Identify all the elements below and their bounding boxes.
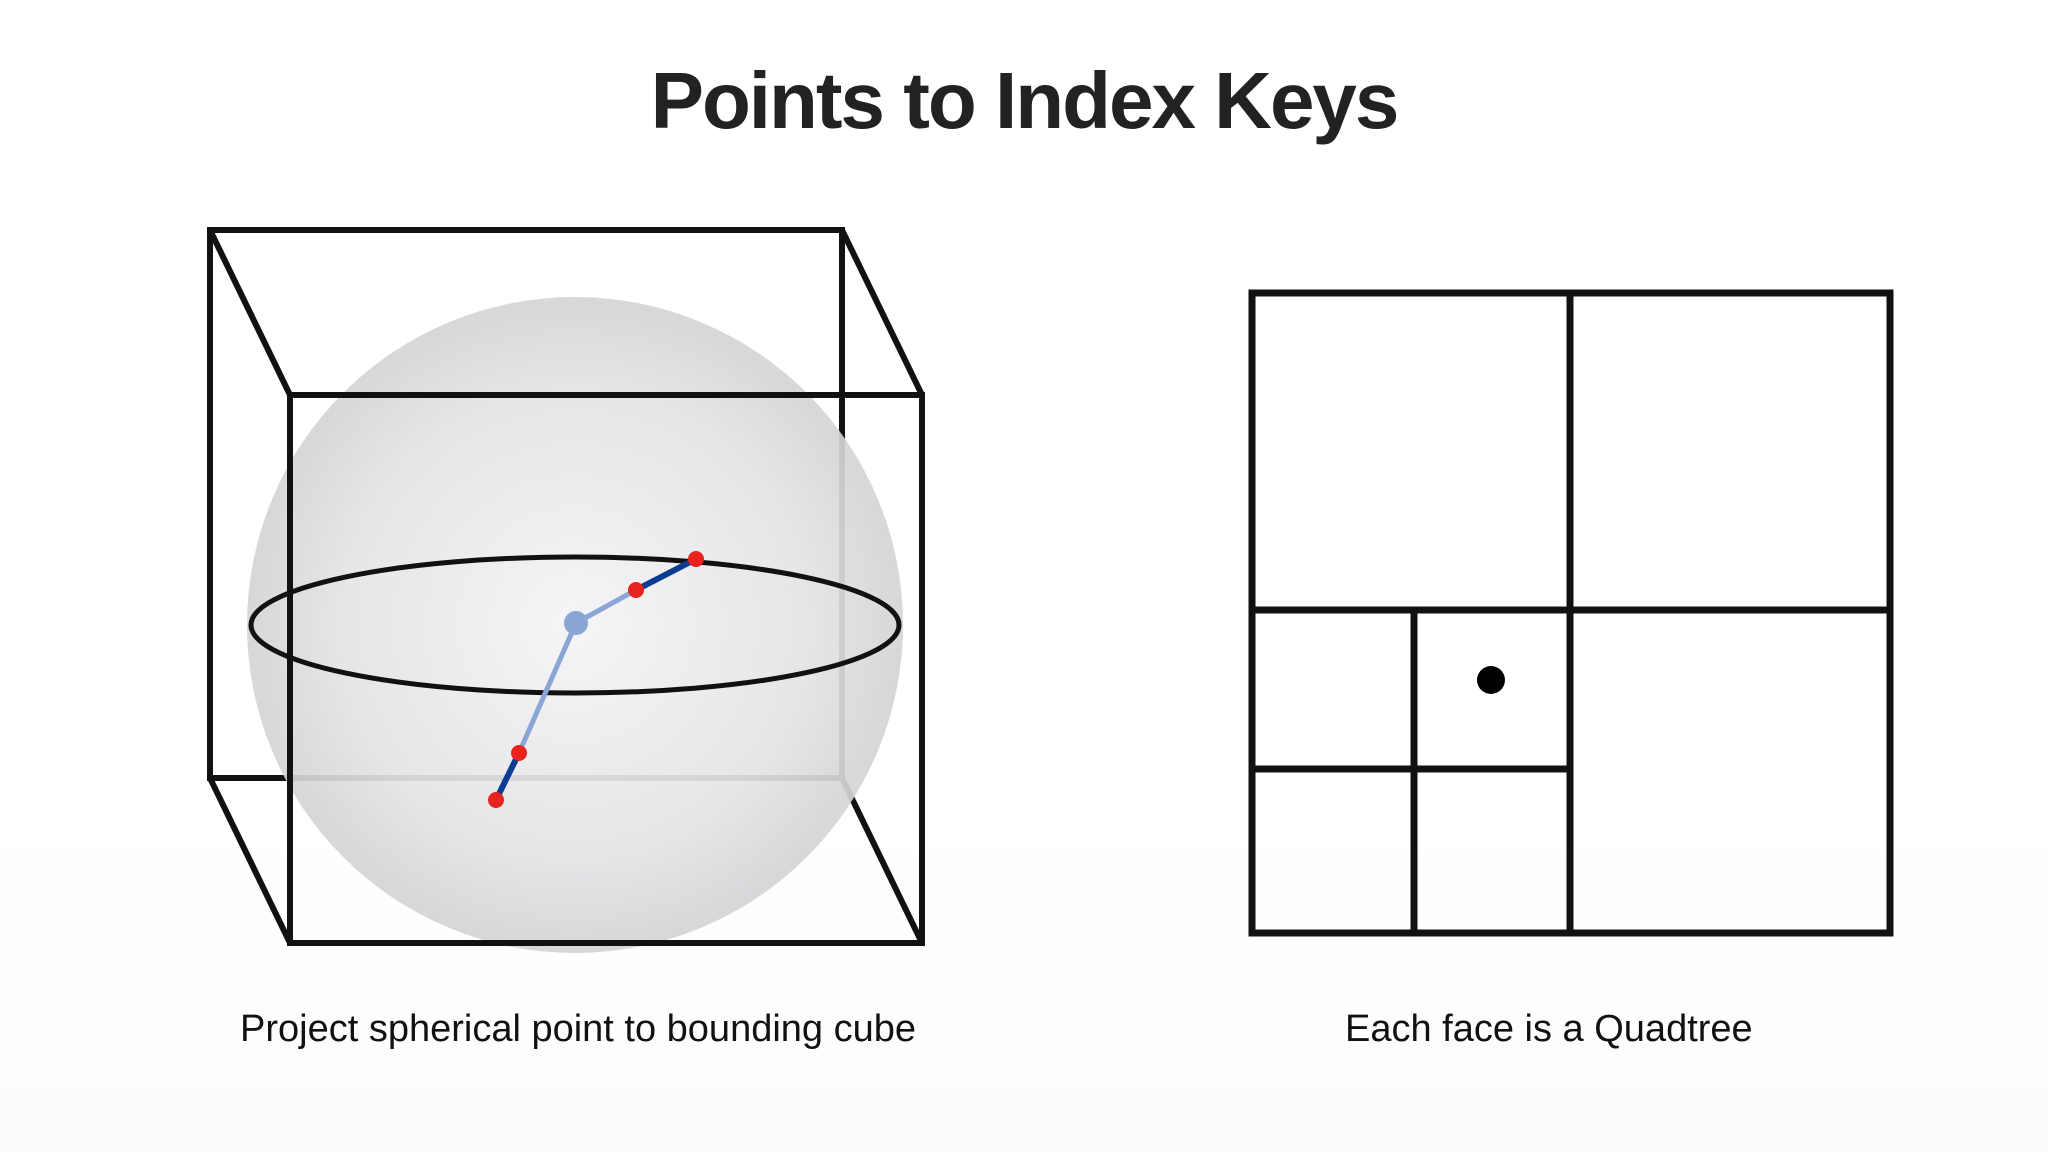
cube-projected-point-upper	[688, 551, 704, 567]
cube-edge-top-right	[839, 227, 925, 398]
cube-edge-bottom-right	[839, 775, 925, 946]
projection-ray-lower-light	[516, 620, 579, 756]
quadtree-point	[1477, 666, 1505, 694]
sphere-surface-point-upper	[628, 582, 644, 598]
projection-ray-upper-dark	[633, 556, 699, 593]
cube-projected-point-lower	[488, 792, 504, 808]
quadtree-diagram	[1248, 289, 1894, 937]
cube-edge-top-left	[207, 227, 293, 398]
cube-edge-bottom-left	[207, 775, 293, 946]
cube-front-face	[287, 392, 925, 946]
sphere-center-point	[564, 611, 588, 635]
slide-title: Points to Index Keys	[650, 56, 1400, 145]
sphere-equator	[248, 554, 902, 696]
sphere-cube-diagram	[207, 227, 925, 953]
right-diagram-caption: Each face is a Quadtree	[1345, 1008, 1753, 1050]
sphere-surface-point-lower	[511, 745, 527, 761]
left-diagram-caption: Project spherical point to bounding cube	[240, 1008, 917, 1050]
projection-ray-lower-dark	[493, 750, 522, 803]
